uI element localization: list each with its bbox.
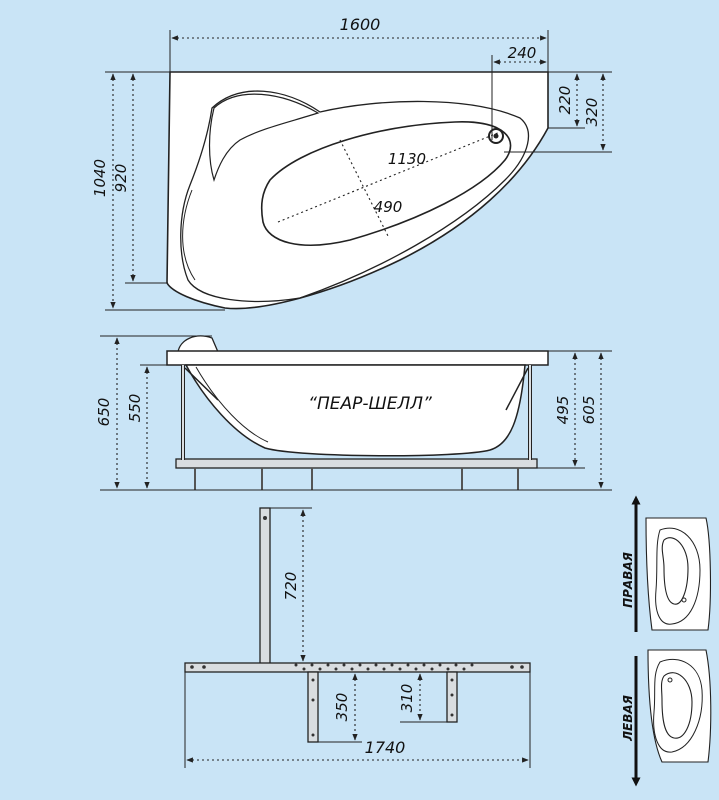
- dim-total-height-label: 650: [95, 398, 113, 427]
- basin: [260, 121, 512, 246]
- orientation-selector: ПРАВАЯ ЛЕВАЯ: [621, 495, 712, 787]
- dim-post-height-label: 720: [282, 572, 300, 601]
- frame-base-side: [175, 458, 538, 469]
- headrest: [208, 93, 320, 182]
- dim-drain-offset-label: 320: [583, 98, 601, 127]
- dim-left-leg-label: 350: [333, 693, 351, 722]
- tub-body-side: [184, 364, 526, 457]
- left-version-thumbnail: [647, 649, 712, 763]
- frame-leg-right: [446, 671, 458, 723]
- top-view: 1600 240 220 320 1040 920 1130 490: [91, 15, 612, 311]
- dim-corner-width-label: 240: [508, 44, 537, 62]
- dim-basin-length-label: 1130: [388, 150, 426, 168]
- frame-leg-left: [307, 671, 319, 743]
- headrest-side: [177, 335, 219, 353]
- dim-basin-width-label: 490: [374, 198, 403, 216]
- left-version-label: ЛЕВАЯ: [621, 695, 635, 742]
- frame-post: [259, 507, 271, 665]
- frame-beam: [184, 662, 531, 673]
- dim-rim-height-label: 550: [126, 394, 144, 423]
- right-version-thumbnail: [645, 517, 711, 631]
- tub-rim-side: [166, 350, 549, 366]
- dim-right-leg-label: 310: [398, 684, 416, 713]
- model-name: “ПЕАР-ШЕЛЛ”: [308, 394, 432, 414]
- dim-corner-height-label: 220: [556, 86, 574, 115]
- drain-center-icon: [493, 133, 499, 139]
- dim-width-label: 1600: [340, 15, 381, 34]
- seat-edge: [182, 189, 196, 281]
- dim-inner-depth-label: 920: [112, 164, 130, 193]
- frame-feet: [194, 468, 519, 490]
- frame-holes: [190, 663, 524, 737]
- side-view: “ПЕАР-ШЕЛЛ” 650 550 495 605: [95, 335, 612, 491]
- tub-inner-shell: [180, 90, 529, 303]
- right-version-label: ПРАВАЯ: [621, 552, 635, 608]
- dim-frame-length-label: 1740: [365, 738, 406, 757]
- dim-front-height-label: 495: [554, 396, 572, 425]
- dim-back-height-label: 605: [580, 396, 598, 425]
- tub-inner-side: [195, 366, 269, 443]
- dim-total-depth-label: 1040: [91, 159, 109, 197]
- frame-view: 720 350 310 1740: [184, 507, 531, 768]
